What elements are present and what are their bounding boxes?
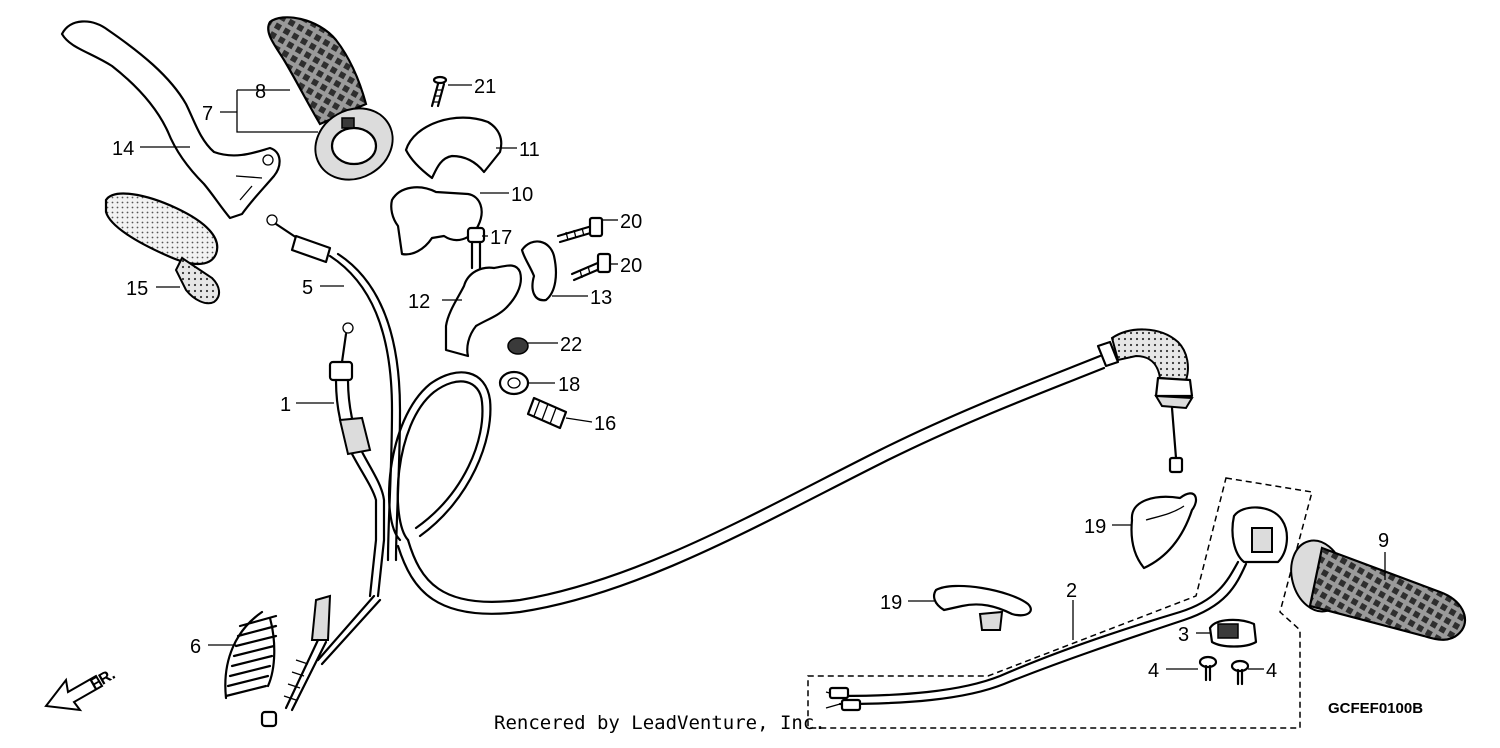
bolt-20-lower: [570, 252, 612, 282]
callout-10: 10: [511, 184, 533, 206]
callout-9: 9: [1378, 530, 1389, 552]
kill-switch: [825, 506, 1288, 712]
cable-spring: [224, 610, 278, 700]
callout-18: 18: [558, 374, 580, 396]
screw-21: [430, 75, 448, 108]
switch-element-3: [1208, 618, 1258, 648]
throttle-housing: [390, 186, 483, 256]
callout-21: 21: [474, 76, 496, 98]
clutch-lever: [60, 20, 281, 220]
callout-6: 6: [190, 636, 201, 658]
nut-22: [507, 337, 529, 355]
callout-5: 5: [302, 277, 313, 299]
cable-adjuster-16: [526, 396, 568, 430]
band-19-upper: [1130, 492, 1198, 570]
forward-arrow-icon: FR.: [44, 666, 118, 712]
left-grip: [1290, 539, 1467, 641]
callout-8: 8: [255, 81, 266, 103]
callout-3: 3: [1178, 624, 1189, 646]
throttle-cable: [387, 328, 1194, 615]
cable-lower-end: [260, 594, 382, 728]
throttle-housing-cover: [404, 116, 503, 180]
lever-clamp: [520, 240, 557, 302]
screw-17: [466, 226, 486, 270]
switch-assembly-boundary: [807, 477, 1313, 729]
throttle-grip: [267, 16, 394, 181]
clutch-cable: [266, 214, 402, 562]
footer-credit: Rencered by LeadVenture, Inc.: [494, 712, 826, 734]
callout-4-right: 4: [1266, 660, 1277, 682]
callout-16: 16: [594, 413, 616, 435]
callout-15: 15: [126, 278, 148, 300]
callout-20-upper: 20: [620, 211, 642, 233]
band-19-lower: [933, 584, 1032, 617]
callout-2: 2: [1066, 580, 1077, 602]
cable-1: [328, 322, 386, 598]
callout-11: 11: [519, 139, 540, 161]
lever-rubber-cover: [104, 192, 220, 305]
callout-17: 17: [490, 227, 512, 249]
bolt-20-upper: [556, 216, 604, 244]
callout-7: 7: [202, 103, 213, 125]
callout-19-upper: 19: [1084, 516, 1106, 538]
callout-22: 22: [560, 334, 582, 356]
screw-4-right: [1230, 659, 1250, 686]
callout-19-lower: 19: [880, 592, 902, 614]
screw-4-left: [1198, 655, 1218, 682]
lever-bracket: [444, 264, 522, 358]
diagram-code: GCFEF0100B: [1328, 700, 1423, 717]
callout-20-lower: 20: [620, 255, 642, 277]
callout-14: 14: [112, 138, 134, 160]
callout-1: 1: [280, 394, 291, 416]
callout-numbers: 1 2 3 4 4 5 6 7 8 9 10 11 12 13 14 15 16…: [112, 76, 1389, 682]
callout-12: 12: [408, 291, 430, 313]
lock-nut-18: [498, 370, 530, 396]
callout-13: 13: [590, 287, 612, 309]
callout-4-left: 4: [1148, 660, 1159, 682]
leader-lines: [140, 84, 1386, 670]
